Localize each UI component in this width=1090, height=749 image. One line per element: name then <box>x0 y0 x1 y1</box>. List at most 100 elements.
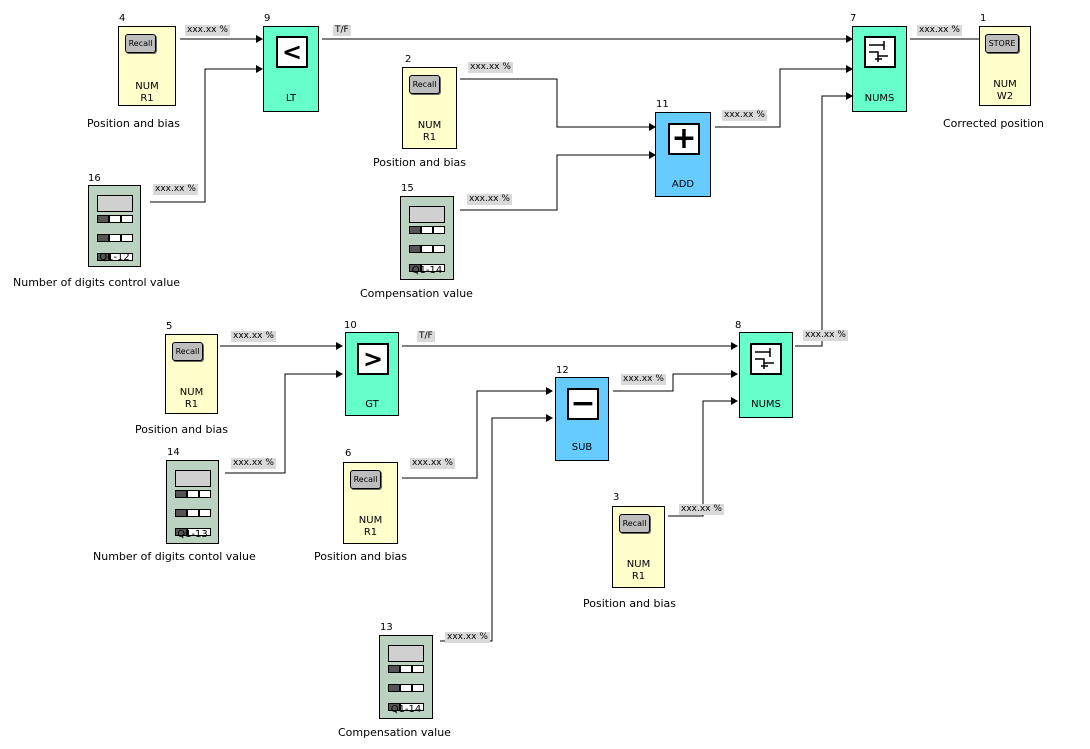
recall-icon: Recall <box>125 34 156 53</box>
block-number: 13 <box>380 622 393 633</box>
block-type: NUMS <box>864 93 895 104</box>
value-tag: xxx.xx % <box>467 194 512 205</box>
value-tag: xxx.xx % <box>185 25 230 36</box>
wire-13-12 <box>440 417 552 642</box>
store-block-1[interactable]: STORE NUM W2 <box>979 26 1031 106</box>
nums-block-7[interactable]: NUMS <box>852 26 907 112</box>
block-type: NUMS <box>751 399 781 410</box>
calc-block-14[interactable]: Q1-13 <box>166 460 219 544</box>
block-number: 14 <box>167 447 180 458</box>
wire-16-9 <box>150 68 262 203</box>
value-tag: xxx.xx % <box>410 458 455 469</box>
block-type: Q1-13 <box>177 529 208 540</box>
block-type: Q1-14 <box>390 704 422 715</box>
block-register: W2 <box>996 91 1014 102</box>
block-register: R1 <box>140 93 154 104</box>
add-block-11[interactable]: + ADD <box>655 112 711 197</box>
block-number: 2 <box>405 54 412 65</box>
store-icon: STORE <box>985 34 1019 53</box>
less-than-icon: < <box>276 36 308 68</box>
block-number: 10 <box>344 320 357 331</box>
block-number: 4 <box>119 13 126 24</box>
calc-keypad-icon <box>388 665 424 722</box>
calc-block-13[interactable]: Q1-14 <box>379 635 433 719</box>
greater-than-icon: > <box>357 343 389 375</box>
block-number: 5 <box>166 321 173 332</box>
num-block-2[interactable]: Recall NUM R1 <box>402 67 457 149</box>
calc-keypad-icon <box>175 490 211 547</box>
recall-icon: Recall <box>619 514 650 533</box>
nums-block-8[interactable]: NUMS <box>739 332 793 418</box>
block-register: R1 <box>631 571 646 582</box>
block-caption: Position and bias <box>373 156 467 169</box>
block-number: 3 <box>613 492 620 503</box>
block-caption: Position and bias <box>135 423 229 436</box>
num-block-3[interactable]: Recall NUM R1 <box>612 506 665 588</box>
num-block-4[interactable]: Recall NUM R1 <box>118 26 176 106</box>
block-type: Q1-12 <box>99 252 130 263</box>
value-tag: xxx.xx % <box>679 504 724 515</box>
wire-2-11 <box>460 78 655 128</box>
value-tag: xxx.xx % <box>621 374 666 385</box>
block-number: 7 <box>850 13 857 24</box>
block-type: NUM <box>626 559 651 570</box>
wire-15-11 <box>460 154 655 211</box>
block-register: R1 <box>422 132 437 143</box>
lt-block-9[interactable]: < LT <box>263 26 319 112</box>
block-type: NUM <box>417 120 442 131</box>
value-tag: xxx.xx % <box>722 110 767 121</box>
block-number: 11 <box>656 99 669 110</box>
block-type: NUM <box>993 79 1017 90</box>
block-caption: Position and bias <box>87 117 181 130</box>
value-tag: xxx.xx % <box>231 331 276 342</box>
block-caption: Position and bias <box>314 550 408 563</box>
block-caption: Number of digits control value <box>13 276 181 289</box>
wire-6-12 <box>402 390 552 479</box>
block-type: GT <box>365 399 379 410</box>
plus-icon: + <box>668 123 700 155</box>
value-tag: xxx.xx % <box>153 184 198 195</box>
calc-screen <box>388 645 424 662</box>
block-number: 12 <box>556 365 569 376</box>
block-type: NUM <box>135 81 159 92</box>
calc-screen <box>175 470 211 487</box>
block-caption: Corrected position <box>943 117 1044 130</box>
wire-3-8 <box>668 400 737 517</box>
wire-8-7 <box>795 95 852 347</box>
block-number: 16 <box>88 173 101 184</box>
num-block-5[interactable]: Recall NUM R1 <box>165 334 218 414</box>
calc-block-16[interactable]: Q1-12 <box>88 185 141 267</box>
block-caption: Number of digits contol value <box>93 550 256 563</box>
block-register: R1 <box>184 399 199 410</box>
recall-icon: Recall <box>409 75 440 94</box>
calc-screen <box>97 195 133 212</box>
block-number: 8 <box>735 320 742 331</box>
block-caption: Compensation value <box>360 287 473 300</box>
switch-icon <box>864 36 896 68</box>
switch-icon <box>750 343 782 375</box>
value-tag: xxx.xx % <box>468 62 513 73</box>
wire-11-7 <box>715 68 852 128</box>
gt-block-10[interactable]: > GT <box>345 332 399 416</box>
wire-14-10 <box>225 373 342 474</box>
block-number: 15 <box>401 183 414 194</box>
block-number: 9 <box>264 13 271 24</box>
sub-block-12[interactable]: − SUB <box>555 377 609 461</box>
bool-tag: T/F <box>417 331 435 342</box>
calc-keypad-icon <box>97 215 133 272</box>
value-tag: xxx.xx % <box>917 25 962 36</box>
num-block-6[interactable]: Recall NUM R1 <box>343 462 398 544</box>
value-tag: xxx.xx % <box>803 330 848 341</box>
block-type: NUM <box>179 387 204 398</box>
block-type: NUM <box>358 515 383 526</box>
calc-block-15[interactable]: Q1-14 <box>400 196 454 280</box>
switch-glyph <box>755 348 774 369</box>
bool-tag: T/F <box>333 25 351 36</box>
minus-icon: − <box>567 388 599 420</box>
value-tag: xxx.xx % <box>445 632 490 643</box>
calc-screen <box>409 206 445 223</box>
block-register: R1 <box>363 527 378 538</box>
value-tag: xxx.xx % <box>231 458 276 469</box>
block-type: ADD <box>671 179 695 190</box>
